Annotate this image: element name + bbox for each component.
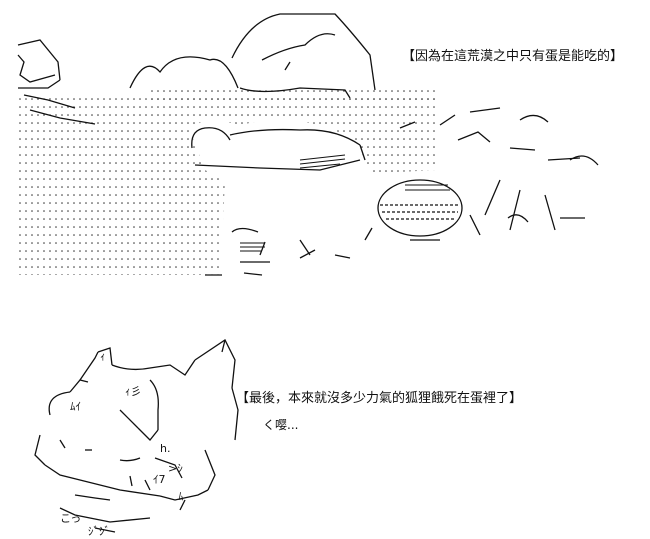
sound-effect-text: く嘤... bbox=[263, 418, 299, 432]
svg-text:ﾑｲ: ﾑｲ bbox=[70, 400, 81, 413]
svg-text:ｨ彡: ｨ彡 bbox=[125, 385, 142, 398]
top-panel: 【因為在這荒漠之中只有蛋是能吃的】 bbox=[17, 13, 624, 276]
caption-bottom: 【最後，本來就沒多少力氣的狐狸餓死在蛋裡了】 bbox=[236, 391, 523, 406]
desert-scene-art bbox=[17, 13, 599, 276]
svg-text:ｲ7: ｲ7 bbox=[153, 473, 166, 486]
svg-text:ｨ: ｨ bbox=[100, 350, 106, 363]
svg-text:ﾑ: ﾑ bbox=[178, 490, 184, 503]
svg-text:ｼﾞｼﾞ: ｼﾞｼﾞ bbox=[88, 525, 110, 538]
svg-text:>ｼ: >ｼ bbox=[168, 462, 183, 475]
svg-text:こっ: こっ bbox=[60, 512, 81, 525]
caption-top: 【因為在這荒漠之中只有蛋是能吃的】 bbox=[402, 49, 624, 64]
svg-text:h.: h. bbox=[160, 442, 170, 455]
bottom-panel: ｨ ｨ彡 ﾑｲ h. >ｼ ｲ7 ﾑ ｼﾞｼﾞ こっ 【最後，本來就沒多少力氣的… bbox=[0, 300, 650, 539]
fox-in-egg-art: ｨ ｨ彡 ﾑｲ h. >ｼ ｲ7 ﾑ ｼﾞｼﾞ こっ bbox=[34, 339, 239, 538]
